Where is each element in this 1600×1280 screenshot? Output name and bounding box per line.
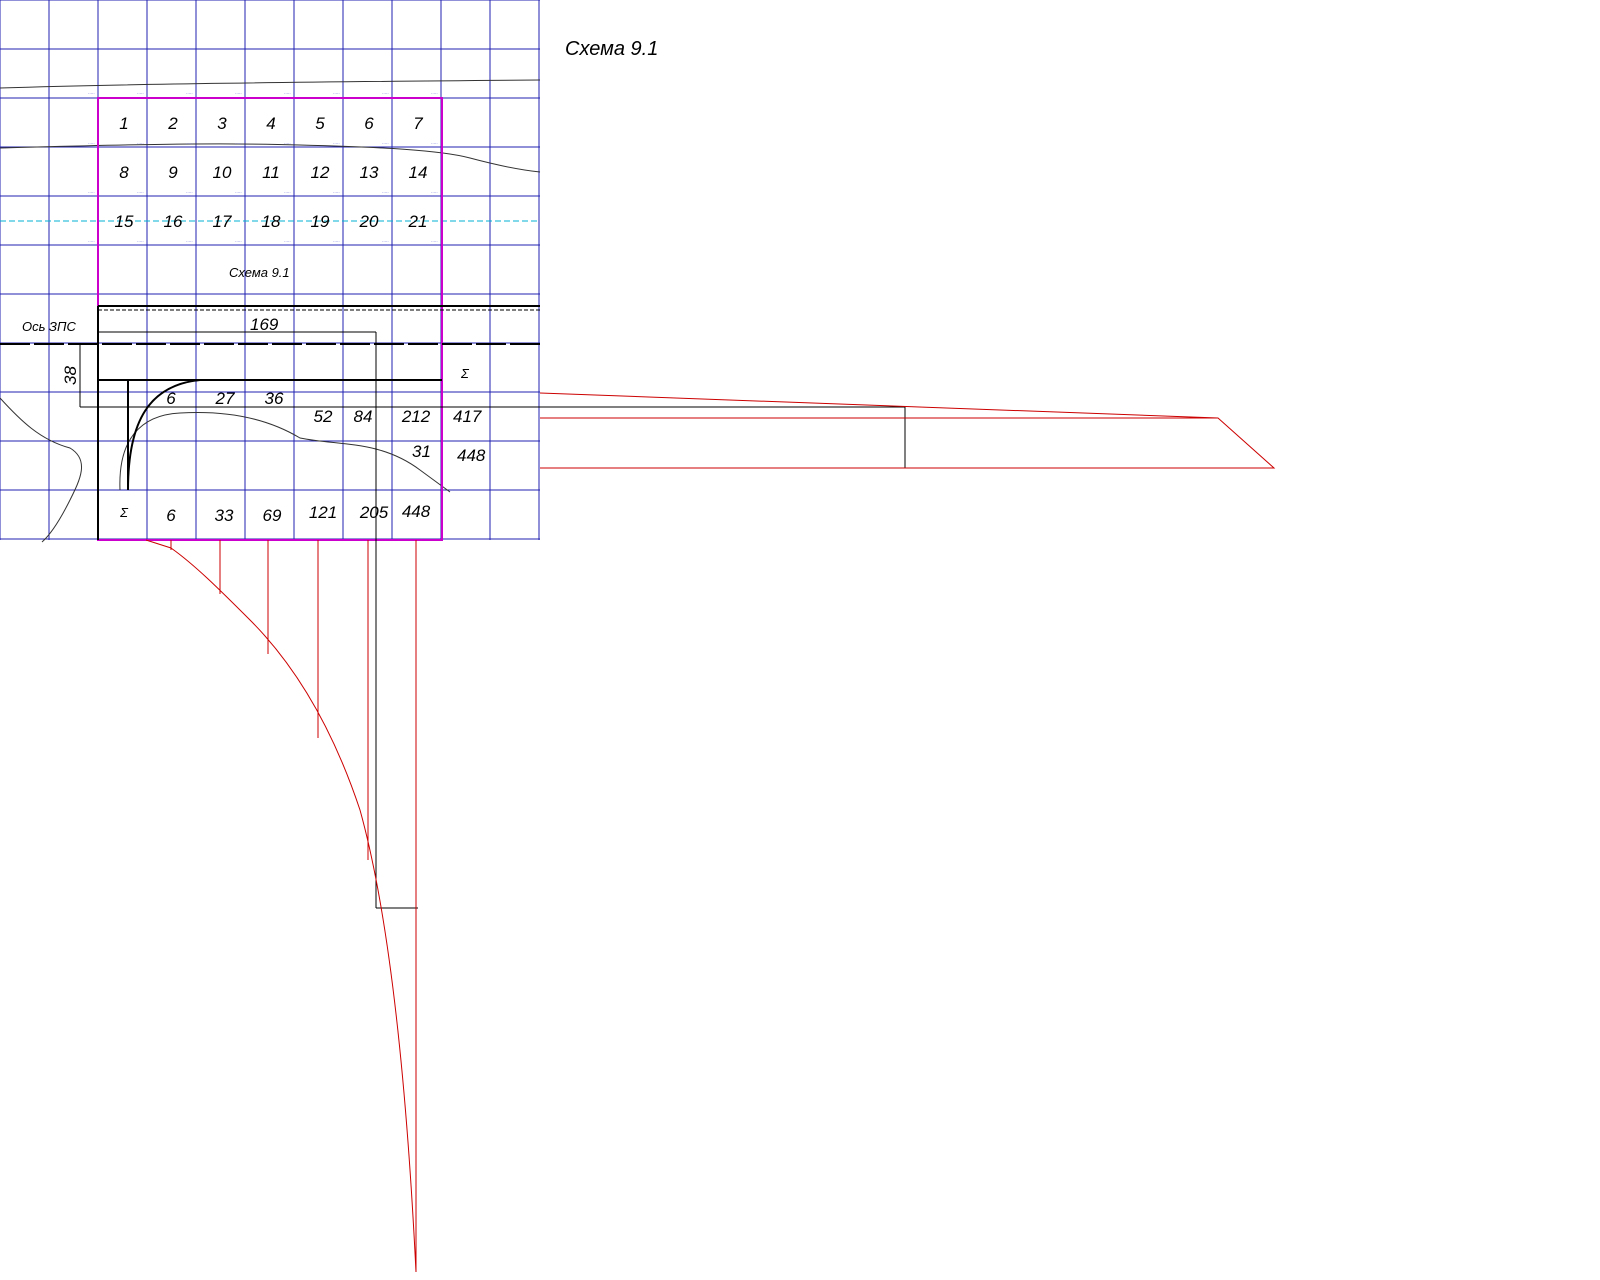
elevation-mark: ····· bbox=[235, 190, 242, 195]
cell-number: 16 bbox=[164, 212, 183, 231]
elevation-mark: ····· bbox=[186, 239, 193, 244]
cell-number: 13 bbox=[360, 163, 379, 182]
side-value-2: 448 bbox=[457, 446, 486, 465]
elevation-mark: ····· bbox=[186, 190, 193, 195]
mass-haul-curves bbox=[145, 392, 1276, 1273]
elevation-mark: ····· bbox=[284, 239, 291, 244]
mass-value: 52 bbox=[314, 407, 333, 426]
cell-number: 8 bbox=[119, 163, 129, 182]
cumulative-value: 205 bbox=[359, 503, 389, 522]
diagram-title: Схема 9.1 bbox=[565, 38, 658, 60]
elevation-mark: ····· bbox=[235, 239, 242, 244]
elevation-mark: ····· bbox=[137, 190, 144, 195]
elevation-marks: ····· ····· ····· ····· ····· ····· ····· ·····… bbox=[88, 91, 438, 244]
elevation-mark: ····· bbox=[382, 239, 389, 244]
cumulative-sum-label: Σ bbox=[119, 505, 129, 520]
elevation-mark: ····· bbox=[284, 190, 291, 195]
elevation-mark: ····· bbox=[382, 91, 389, 96]
elevation-mark: ····· bbox=[235, 141, 242, 146]
elevation-mark: ····· bbox=[431, 141, 438, 146]
inner-value: 31 bbox=[412, 442, 431, 461]
elevation-mark: ····· bbox=[88, 190, 95, 195]
cell-number: 10 bbox=[213, 163, 232, 182]
side-value-1: 417 bbox=[453, 407, 482, 426]
inner-scheme-label: Схема 9.1 bbox=[229, 265, 290, 280]
cumulative-value: 448 bbox=[402, 502, 431, 521]
elevation-mark: ····· bbox=[235, 91, 242, 96]
elevation-mark: ····· bbox=[88, 91, 95, 96]
mass-value: 212 bbox=[401, 407, 431, 426]
cell-number: 19 bbox=[311, 212, 330, 231]
mass-row: 6 27 36 52 84 212 bbox=[166, 389, 430, 426]
elevation-mark: ····· bbox=[333, 190, 340, 195]
cell-number: 18 bbox=[262, 212, 281, 231]
contour-top bbox=[0, 79, 541, 89]
left-dimension-bracket bbox=[79, 343, 98, 408]
elevation-mark: ····· bbox=[137, 91, 144, 96]
cell-number: 6 bbox=[364, 114, 374, 133]
cell-number: 3 bbox=[217, 114, 227, 133]
cell-number: 21 bbox=[408, 212, 428, 231]
elevation-mark: ····· bbox=[137, 141, 144, 146]
cell-number: 9 bbox=[168, 163, 178, 182]
mass-value: 27 bbox=[215, 389, 235, 408]
elevation-mark: ····· bbox=[186, 141, 193, 146]
mass-value: 36 bbox=[265, 389, 284, 408]
cumulative-value: 6 bbox=[166, 506, 176, 525]
cell-number: 17 bbox=[213, 212, 232, 231]
mass-value: 84 bbox=[354, 407, 373, 426]
elevation-mark: ····· bbox=[382, 190, 389, 195]
elevation-mark: ····· bbox=[431, 239, 438, 244]
cell-number: 20 bbox=[359, 212, 379, 231]
elevation-mark: ····· bbox=[88, 141, 95, 146]
elevation-mark: ····· bbox=[284, 141, 291, 146]
cell-number: 15 bbox=[115, 212, 134, 231]
axis-label: Ось ЗПС bbox=[22, 319, 76, 334]
elevation-mark: ····· bbox=[333, 239, 340, 244]
horizontal-mass-curve bbox=[539, 392, 1276, 469]
top-value: 169 bbox=[250, 315, 279, 334]
elevation-mark: ····· bbox=[333, 91, 340, 96]
cell-number: 11 bbox=[262, 163, 280, 182]
cell-number: 4 bbox=[266, 114, 275, 133]
elevation-mark: ····· bbox=[137, 239, 144, 244]
elevation-mark: ····· bbox=[382, 141, 389, 146]
cumulative-row: Σ 6 33 69 121 205 448 bbox=[119, 502, 431, 525]
cell-number: 1 bbox=[119, 114, 128, 133]
elevation-mark: ····· bbox=[431, 190, 438, 195]
cell-number: 14 bbox=[409, 163, 428, 182]
terrain-contours bbox=[0, 79, 541, 543]
cumulative-value: 33 bbox=[215, 506, 234, 525]
cell-number: 7 bbox=[413, 114, 423, 133]
elevation-mark: ····· bbox=[333, 141, 340, 146]
cumulative-value: 121 bbox=[309, 503, 337, 522]
elevation-mark: ····· bbox=[431, 91, 438, 96]
cell-number: 5 bbox=[315, 114, 325, 133]
elevation-mark: ····· bbox=[284, 91, 291, 96]
elevation-mark: ····· bbox=[88, 239, 95, 244]
contour-middle bbox=[0, 143, 541, 173]
side-sum-label: Σ bbox=[460, 366, 470, 381]
left-value: 38 bbox=[61, 366, 80, 385]
contour-lower bbox=[119, 412, 451, 493]
elevation-mark: ····· bbox=[186, 91, 193, 96]
mass-value: 6 bbox=[166, 389, 176, 408]
cell-number: 2 bbox=[167, 114, 178, 133]
contour-left bbox=[0, 397, 83, 543]
cumulative-value: 69 bbox=[263, 506, 282, 525]
structure-lines bbox=[0, 305, 906, 909]
cell-number: 12 bbox=[311, 163, 330, 182]
